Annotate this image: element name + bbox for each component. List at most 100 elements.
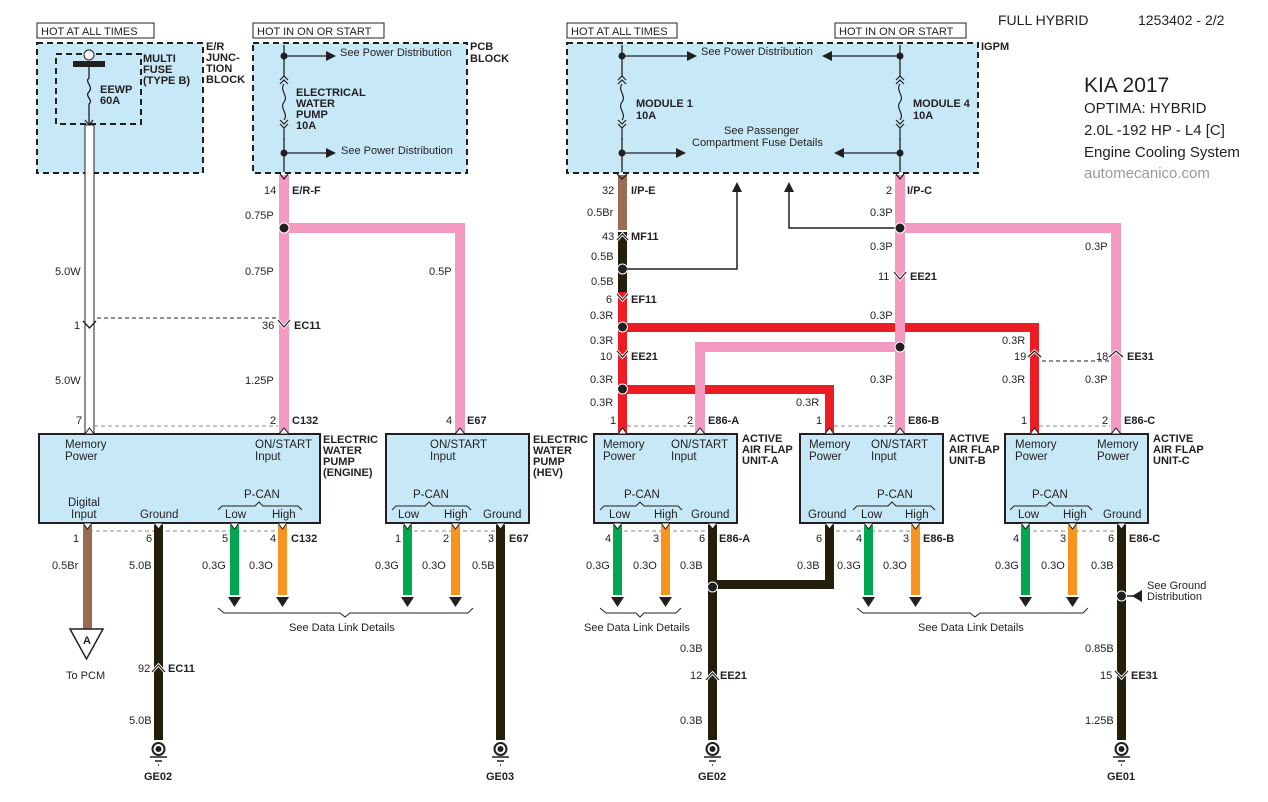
svg-text:0.3R: 0.3R bbox=[590, 335, 613, 347]
svg-text:0.3B: 0.3B bbox=[680, 560, 703, 572]
module-ewp-hev[interactable] bbox=[385, 433, 530, 524]
svg-text:3: 3 bbox=[903, 533, 909, 545]
svg-text:0.3G: 0.3G bbox=[586, 560, 610, 572]
svg-text:2: 2 bbox=[886, 185, 892, 197]
svg-text:0.75P: 0.75P bbox=[245, 266, 274, 278]
svg-text:0.3B: 0.3B bbox=[1091, 560, 1114, 572]
svg-text:0.3R: 0.3R bbox=[1002, 335, 1025, 347]
ground-label: GE02 bbox=[698, 771, 726, 783]
svg-text:0.3P: 0.3P bbox=[870, 374, 893, 386]
svg-text:1: 1 bbox=[816, 415, 822, 427]
svg-text:EE31: EE31 bbox=[1131, 670, 1158, 682]
svg-text:0.3B: 0.3B bbox=[680, 715, 703, 727]
fuse-icon bbox=[86, 67, 92, 124]
svg-text:E86-C: E86-C bbox=[1124, 415, 1155, 427]
to-pcm-reference[interactable]: A bbox=[68, 628, 105, 661]
svg-text:Input: Input bbox=[255, 451, 281, 463]
svg-text:2: 2 bbox=[887, 415, 893, 427]
svg-text:Ground: Ground bbox=[1103, 509, 1141, 521]
svg-text:6: 6 bbox=[1108, 533, 1114, 545]
svg-text:1: 1 bbox=[74, 320, 80, 332]
svg-text:E/R-F: E/R-F bbox=[292, 185, 321, 197]
svg-text:Low: Low bbox=[398, 509, 420, 521]
see-passenger-fuse-link[interactable]: See Passenger bbox=[724, 125, 800, 137]
see-ground-distribution-link[interactable]: Distribution bbox=[1147, 591, 1202, 603]
svg-text:10A: 10A bbox=[913, 110, 933, 122]
pcb-block: See Power Distribution ELECTRICAL WATER … bbox=[252, 41, 509, 174]
svg-text:1: 1 bbox=[395, 533, 401, 545]
svg-text:0.3O: 0.3O bbox=[1041, 560, 1065, 572]
svg-text:ELECTRIC: ELECTRIC bbox=[533, 434, 588, 446]
svg-text:10: 10 bbox=[600, 351, 612, 363]
svg-text:11: 11 bbox=[878, 271, 889, 283]
svg-text:P-CAN: P-CAN bbox=[877, 489, 913, 501]
svg-text:HOT AT ALL TIMES: HOT AT ALL TIMES bbox=[41, 26, 138, 38]
wire-labels: 5.0W 5.0W 0.75P 0.75P 1.25P 0.5P 0.5Br 0… bbox=[52, 207, 1114, 727]
svg-text:E86-A: E86-A bbox=[719, 533, 750, 545]
svg-text:Low: Low bbox=[1018, 509, 1040, 521]
svg-text:ELECTRICAL: ELECTRICAL bbox=[296, 87, 366, 99]
svg-text:0.5B: 0.5B bbox=[591, 276, 614, 288]
svg-text:Input: Input bbox=[430, 451, 456, 463]
module-air-flap-c[interactable] bbox=[1004, 433, 1149, 524]
svg-text:4: 4 bbox=[1013, 533, 1019, 545]
svg-text:ELECTRIC: ELECTRIC bbox=[323, 434, 378, 446]
svg-text:Power: Power bbox=[1015, 451, 1048, 463]
svg-text:Power: Power bbox=[809, 451, 842, 463]
svg-text:5.0W: 5.0W bbox=[55, 266, 81, 278]
svg-text:(ENGINE): (ENGINE) bbox=[323, 467, 373, 479]
to-pcm-label: To PCM bbox=[66, 670, 105, 682]
see-data-link-link[interactable]: See Data Link Details bbox=[289, 622, 395, 634]
svg-text:Input: Input bbox=[671, 451, 697, 463]
svg-text:EE31: EE31 bbox=[1127, 351, 1154, 363]
see-power-distribution-link[interactable]: See Power Distribution bbox=[701, 46, 813, 58]
ground-label: GE03 bbox=[486, 771, 514, 783]
power-label-hot-start-2: HOT IN ON OR START bbox=[834, 22, 967, 39]
svg-text:UNIT-B: UNIT-B bbox=[949, 455, 986, 467]
ground-label: GE01 bbox=[1107, 771, 1135, 783]
svg-text:MF11: MF11 bbox=[631, 231, 659, 243]
svg-text:EE21: EE21 bbox=[631, 351, 658, 363]
svg-text:6: 6 bbox=[699, 533, 705, 545]
svg-text:0.5Br: 0.5Br bbox=[52, 560, 79, 572]
module-ewp-engine[interactable] bbox=[38, 433, 321, 524]
power-label-hot-all-2: HOT AT ALL TIMES bbox=[566, 22, 678, 39]
svg-text:EF11: EF11 bbox=[631, 294, 657, 306]
module-air-flap-b[interactable] bbox=[799, 433, 944, 524]
svg-text:Power: Power bbox=[1097, 451, 1130, 463]
svg-text:E86-B: E86-B bbox=[908, 415, 939, 427]
svg-text:0.3R: 0.3R bbox=[796, 397, 819, 409]
svg-text:ACTIVE: ACTIVE bbox=[1153, 433, 1193, 445]
svg-text:0.5P: 0.5P bbox=[429, 266, 452, 278]
svg-text:15: 15 bbox=[1100, 670, 1112, 682]
svg-text:1.25B: 1.25B bbox=[1085, 715, 1114, 727]
svg-text:UNIT-A: UNIT-A bbox=[742, 455, 779, 467]
svg-text:0.3O: 0.3O bbox=[633, 560, 657, 572]
svg-text:EEWP: EEWP bbox=[100, 84, 132, 96]
see-data-link-link[interactable]: See Data Link Details bbox=[584, 622, 690, 634]
see-power-distribution-link[interactable]: See Power Distribution bbox=[341, 145, 453, 157]
see-data-link-link[interactable]: See Data Link Details bbox=[918, 622, 1024, 634]
ground-icon bbox=[150, 742, 167, 766]
module-air-flap-a[interactable] bbox=[593, 433, 738, 524]
see-passenger-fuse-link[interactable]: Compartment Fuse Details bbox=[692, 137, 823, 149]
svg-text:0.5Br: 0.5Br bbox=[587, 207, 614, 219]
see-ground-distribution-link[interactable]: See Ground bbox=[1147, 580, 1206, 592]
svg-text:0.3G: 0.3G bbox=[837, 560, 861, 572]
svg-text:ACTIVE: ACTIVE bbox=[949, 433, 989, 445]
svg-text:7: 7 bbox=[76, 415, 82, 427]
svg-text:AIR FLAP: AIR FLAP bbox=[742, 444, 793, 456]
power-label-hot-start-1: HOT IN ON OR START bbox=[252, 22, 385, 39]
svg-text:Ground: Ground bbox=[808, 509, 846, 521]
see-power-distribution-link[interactable]: See Power Distribution bbox=[340, 47, 452, 59]
svg-text:1: 1 bbox=[610, 415, 616, 427]
svg-text:UNIT-C: UNIT-C bbox=[1153, 455, 1190, 467]
svg-text:2: 2 bbox=[443, 533, 449, 545]
svg-text:(TYPE B): (TYPE B) bbox=[143, 75, 190, 87]
svg-text:0.3B: 0.3B bbox=[797, 560, 820, 572]
svg-text:5.0B: 5.0B bbox=[129, 560, 152, 572]
svg-text:(HEV): (HEV) bbox=[533, 467, 563, 479]
svg-text:32: 32 bbox=[602, 185, 614, 197]
svg-text:0.3P: 0.3P bbox=[1085, 241, 1108, 253]
svg-text:Input: Input bbox=[871, 451, 897, 463]
